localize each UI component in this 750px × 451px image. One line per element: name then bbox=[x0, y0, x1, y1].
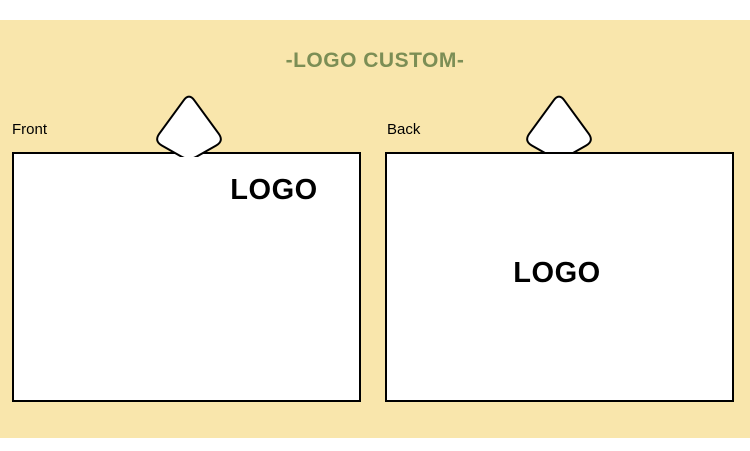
back-panel-label: Back bbox=[387, 121, 421, 138]
page-title: -LOGO CUSTOM- bbox=[285, 49, 465, 72]
front-logo-placeholder: LOGO bbox=[230, 174, 318, 206]
front-hang-tab-icon bbox=[154, 93, 224, 157]
front-design-area bbox=[12, 152, 361, 402]
front-panel-label: Front bbox=[12, 121, 48, 138]
back-hang-tab-icon bbox=[526, 95, 592, 160]
back-logo-placeholder: LOGO bbox=[513, 257, 601, 289]
back-design-area bbox=[385, 152, 734, 402]
